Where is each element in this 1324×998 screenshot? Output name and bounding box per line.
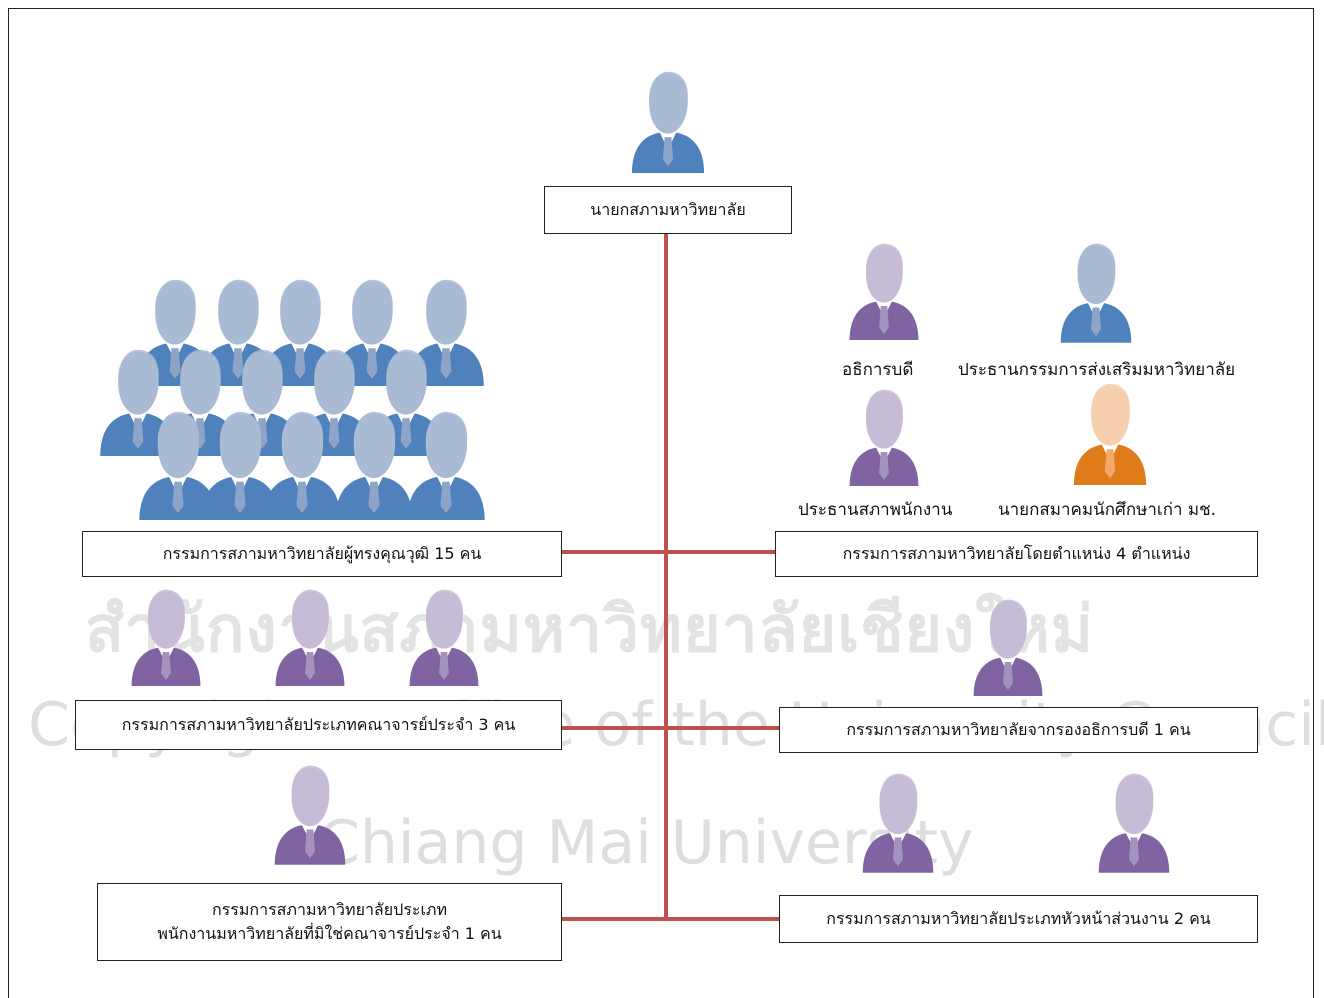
academic-member-icon-2: [275, 589, 345, 687]
academic-member-icon-1: [131, 589, 201, 687]
vice-president-members-label: กรรมการสภามหาวิทยาลัยจากรองอธิการบดี 1 ค…: [846, 720, 1191, 739]
staff-member-icon: [274, 765, 346, 865]
chair-person-icon: [631, 71, 705, 174]
qualified-members-label: กรรมการสภามหาวิทยาลัยผู้ทรงคุณวุฒิ 15 คน: [162, 544, 482, 563]
staff-council-chair-person-icon: [849, 389, 919, 487]
qualified-member-icon-13: [263, 411, 341, 521]
academic-members-box: กรรมการสภามหาวิทยาลัยประเภทคณาจารย์ประจำ…: [75, 700, 562, 750]
promotion-committee-chair-label: ประธานกรรมการส่งเสริมมหาวิทยาลัย: [958, 360, 1236, 380]
qualified-member-icon-5: [408, 279, 484, 386]
qualified-member-icon-12: [201, 411, 279, 521]
academic-members-label: กรรมการสภามหาวิทยาลัยประเภทคณาจารย์ประจำ…: [121, 715, 516, 734]
vice-president-members-box: กรรมการสภามหาวิทยาลัยจากรองอธิการบดี 1 ค…: [779, 707, 1258, 753]
branch-line-row1: [561, 550, 776, 554]
qualified-member-icon-11: [139, 411, 217, 521]
chair-box: นายกสภามหาวิทยาลัย: [544, 186, 792, 234]
exofficio-members-label: กรรมการสภามหาวิทยาลัยโดยตำแหน่ง 4 ตำแหน่…: [842, 544, 1191, 563]
unit-head-member-icon-1: [862, 773, 934, 873]
qualified-member-icon-15: [407, 411, 485, 521]
alumni-president-label: นายกสมาคมนักศึกษาเก่า มช.: [998, 500, 1217, 520]
qualified-member-icon-6: [100, 349, 176, 456]
vice-president-member-icon: [973, 599, 1043, 697]
diagram-frame: [8, 8, 1314, 998]
qualified-member-icon-14: [335, 411, 413, 521]
alumni-president-person-icon: [1073, 383, 1147, 486]
unit-heads-members-label: กรรมการสภามหาวิทยาลัยประเภทหัวหน้าส่วนงา…: [826, 909, 1211, 928]
branch-line-row2: [561, 726, 781, 730]
exofficio-members-box: กรรมการสภามหาวิทยาลัยโดยตำแหน่ง 4 ตำแหน่…: [775, 531, 1258, 577]
staff-members-label-line1: กรรมการสภามหาวิทยาลัยประเภท: [211, 900, 448, 919]
branch-line-row3: [561, 917, 781, 921]
president-person-icon: [849, 243, 919, 341]
unit-heads-members-box: กรรมการสภามหาวิทยาลัยประเภทหัวหน้าส่วนงา…: [779, 895, 1258, 943]
staff-members-box: กรรมการสภามหาวิทยาลัยประเภท พนักงานมหาวิ…: [97, 883, 562, 961]
promotion-chair-person-icon: [1060, 243, 1132, 343]
trunk-line: [664, 233, 668, 917]
chair-label: นายกสภามหาวิทยาลัย: [590, 200, 746, 219]
academic-member-icon-3: [409, 589, 479, 687]
staff-members-label-line2: พนักงานมหาวิทยาลัยที่มิใช่คณาจารย์ประจำ …: [157, 924, 502, 943]
staff-council-chair-label: ประธานสภาพนักงาน: [798, 500, 953, 520]
qualified-members-box: กรรมการสภามหาวิทยาลัยผู้ทรงคุณวุฒิ 15 คน: [82, 531, 562, 577]
unit-head-member-icon-2: [1098, 773, 1170, 873]
president-label: อธิการบดี: [842, 360, 914, 380]
watermark-thai: สำนักงานสภามหาวิทยาลัยเชียงใหม่: [85, 593, 1094, 667]
